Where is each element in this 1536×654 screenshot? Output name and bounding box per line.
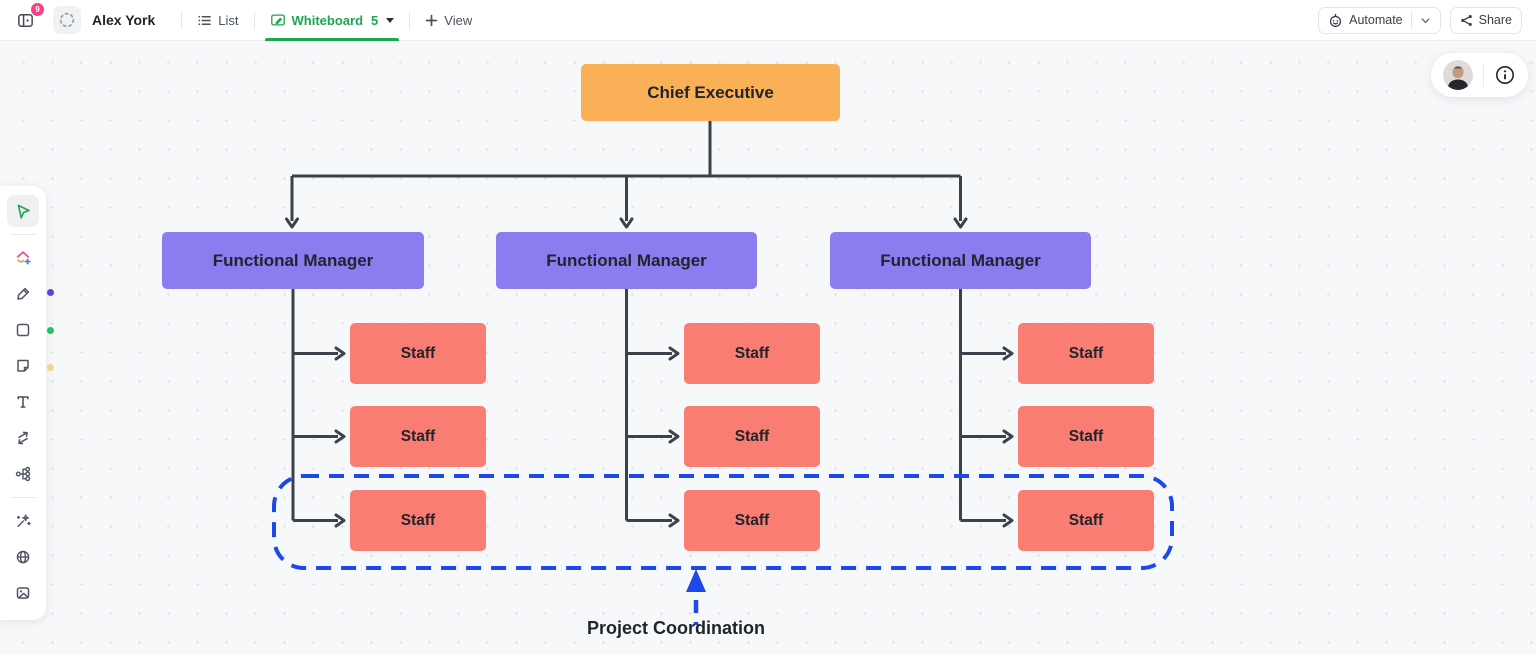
- org-node-chief-executive[interactable]: Chief Executive: [581, 64, 840, 121]
- whiteboard-toolbar: [0, 186, 46, 620]
- org-node-staff-1-3[interactable]: Staff: [350, 490, 486, 551]
- top-bar: 9 Alex York List: [0, 0, 1536, 41]
- text-tool[interactable]: [7, 386, 39, 418]
- mind-map-icon: [15, 466, 31, 482]
- sticky-color-dot: [47, 364, 54, 371]
- divider: [181, 11, 183, 29]
- ai-wand-icon: [16, 514, 31, 527]
- list-icon: [198, 15, 212, 25]
- globe-icon: [16, 550, 30, 564]
- top-bar-right: Automate Share: [1318, 0, 1536, 40]
- shape-rectangle-icon: [16, 323, 30, 337]
- sidebar-icon: [17, 13, 33, 27]
- org-node-functional-manager-3[interactable]: Functional Manager: [830, 232, 1091, 289]
- marker-pen-tool[interactable]: [7, 278, 39, 310]
- templates-add-tool[interactable]: [7, 242, 39, 274]
- image-icon: [16, 587, 30, 599]
- sidebar-toggle-button[interactable]: 9: [13, 3, 44, 32]
- divider: [10, 497, 36, 498]
- tab-list-label: List: [218, 12, 239, 28]
- share-button[interactable]: Share: [1449, 6, 1522, 34]
- add-view-label: View: [444, 12, 473, 28]
- presence-pill: [1431, 53, 1528, 97]
- org-node-staff-2-2[interactable]: Staff: [684, 406, 820, 467]
- org-node-staff-3-1[interactable]: Staff: [1018, 323, 1154, 384]
- org-node-staff-2-3[interactable]: Staff: [684, 490, 820, 551]
- plus-icon: [426, 14, 438, 26]
- workspace-loading-button[interactable]: [53, 6, 81, 34]
- divider: [253, 11, 255, 29]
- whiteboard-canvas[interactable]: Chief Executive Functional Manager Funct…: [0, 41, 1536, 654]
- org-node-functional-manager-2[interactable]: Functional Manager: [496, 232, 757, 289]
- share-label: Share: [1478, 13, 1512, 27]
- select-cursor-icon: [17, 204, 30, 219]
- tab-whiteboard[interactable]: Whiteboard 5: [264, 0, 400, 41]
- notification-badge: 9: [31, 3, 44, 16]
- ai-wand-tool[interactable]: [7, 505, 39, 537]
- chevron-down-icon: [386, 17, 395, 23]
- templates-add-icon: [16, 251, 31, 265]
- image-tool[interactable]: [7, 577, 39, 609]
- divider: [1410, 12, 1412, 28]
- coordination-annotation[interactable]: Project Coordination: [586, 618, 765, 638]
- web-embed-tool[interactable]: [7, 541, 39, 573]
- tab-list[interactable]: List: [194, 0, 241, 41]
- robot-icon: [1329, 13, 1342, 27]
- active-tab-underline: [264, 37, 400, 41]
- org-node-staff-1-2[interactable]: Staff: [350, 406, 486, 467]
- automate-button[interactable]: Automate: [1318, 6, 1441, 34]
- org-node-staff-3-2[interactable]: Staff: [1018, 406, 1154, 467]
- avatar-photo: [1443, 60, 1473, 90]
- org-node-functional-manager-1[interactable]: Functional Manager: [162, 232, 424, 289]
- mind-map-tool[interactable]: [7, 458, 39, 490]
- connector-arrows-tool[interactable]: [7, 422, 39, 454]
- divider: [10, 234, 36, 235]
- connector-arrows-icon: [18, 431, 28, 445]
- divider: [409, 11, 411, 29]
- whiteboard-icon: [270, 14, 285, 26]
- org-node-staff-1-1[interactable]: Staff: [350, 323, 486, 384]
- add-view-button[interactable]: View: [422, 0, 475, 41]
- chevron-down-icon[interactable]: [1420, 15, 1431, 26]
- top-bar-left: 9 Alex York List: [0, 0, 475, 41]
- info-icon[interactable]: [1494, 64, 1516, 86]
- whiteboard-count: 5: [371, 12, 379, 28]
- shape-rectangle-tool[interactable]: [7, 314, 39, 346]
- select-cursor-tool[interactable]: [7, 195, 39, 227]
- coordination-arrowhead: [686, 569, 706, 592]
- org-node-staff-2-1[interactable]: Staff: [684, 323, 820, 384]
- text-icon: [17, 396, 29, 408]
- shape-color-dot: [47, 327, 54, 334]
- marker-pen-icon: [17, 287, 30, 300]
- tab-whiteboard-label: Whiteboard: [291, 12, 364, 28]
- avatar[interactable]: [1443, 60, 1473, 90]
- page-title: Alex York: [92, 12, 156, 28]
- divider: [1483, 63, 1484, 87]
- pen-color-dot: [47, 289, 54, 296]
- spinner-icon: [59, 12, 75, 28]
- sticky-note-icon: [17, 359, 29, 372]
- automate-label: Automate: [1349, 13, 1403, 27]
- sticky-note-tool[interactable]: [7, 350, 39, 382]
- org-node-staff-3-3[interactable]: Staff: [1018, 490, 1154, 551]
- share-icon: [1460, 14, 1472, 26]
